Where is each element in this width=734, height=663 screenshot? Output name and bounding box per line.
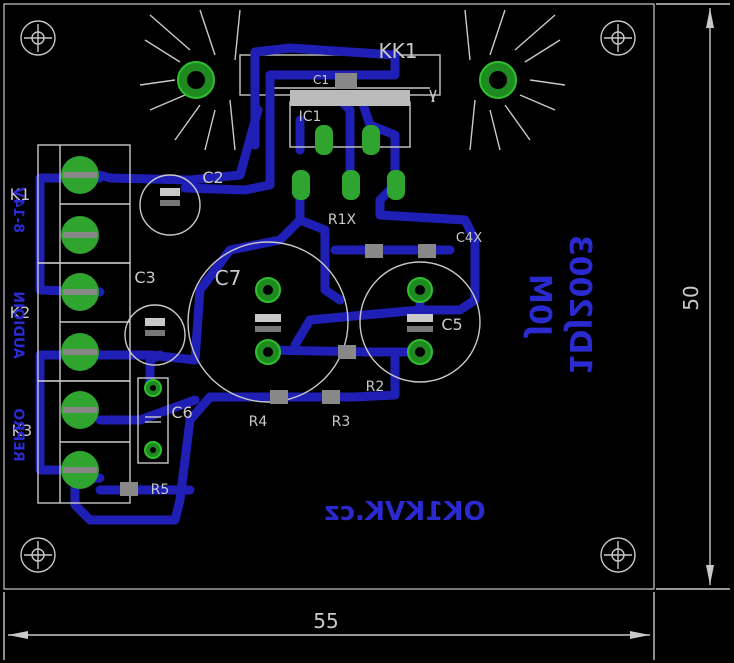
label-r3: R3: [332, 414, 351, 430]
dimension-width: [3, 592, 655, 660]
resistor-r2: [338, 345, 356, 359]
height-label: 50: [679, 285, 703, 310]
resistor-r3: [322, 390, 340, 404]
label-c3: C3: [134, 268, 155, 287]
author-text: J0M: [522, 274, 557, 338]
resistor-r4: [270, 390, 288, 404]
mounting-hole-br: [600, 537, 636, 573]
label-r4: R4: [249, 414, 268, 430]
speaker-output-text: REPRO: [10, 408, 26, 461]
capacitor-c1: [290, 73, 410, 106]
power-input-text: 8-14V: [10, 187, 26, 233]
capacitor-c3: [124, 304, 186, 366]
copper-traces: [35, 43, 480, 525]
label-c4: C4X: [456, 231, 482, 246]
label-c2: C2: [202, 168, 223, 187]
label-kk1: KK1: [379, 39, 418, 63]
board-id-text: 1DJ2003: [562, 235, 597, 375]
label-r5: R5: [151, 482, 170, 498]
label-c5: C5: [441, 315, 462, 334]
capacitor-c5: [359, 261, 481, 383]
capacitor-c6: [137, 377, 169, 464]
width-label: 55: [313, 609, 338, 633]
mounting-hole-tl: [20, 20, 56, 56]
label-r2: R2: [366, 379, 385, 395]
terminal-screw-pads: [61, 156, 99, 489]
resistor-r1: [365, 244, 436, 258]
board-outline: [3, 3, 655, 590]
label-c1: C1: [313, 73, 329, 87]
label-k1: K1: [10, 185, 31, 204]
ic1-regulator: [289, 101, 411, 200]
capacitor-c7: [187, 241, 349, 403]
capacitor-c2: [139, 174, 201, 236]
website-text: OK1KVK.cz: [324, 497, 485, 527]
mounting-hole-tr: [600, 20, 636, 56]
resistor-r5: [120, 482, 138, 496]
terminal-block-k3: [37, 380, 131, 504]
label-k3: K3: [12, 421, 33, 440]
label-k2: K2: [10, 303, 31, 322]
label-c7: C7: [215, 266, 242, 290]
dimension-height: [656, 3, 730, 590]
label-c6: C6: [171, 403, 192, 422]
label-ic1: IC1: [299, 109, 322, 125]
audio-input-text: AUDIOIN: [10, 291, 26, 358]
label-r1: R1X: [328, 212, 357, 228]
mounting-hole-bl: [20, 537, 56, 573]
